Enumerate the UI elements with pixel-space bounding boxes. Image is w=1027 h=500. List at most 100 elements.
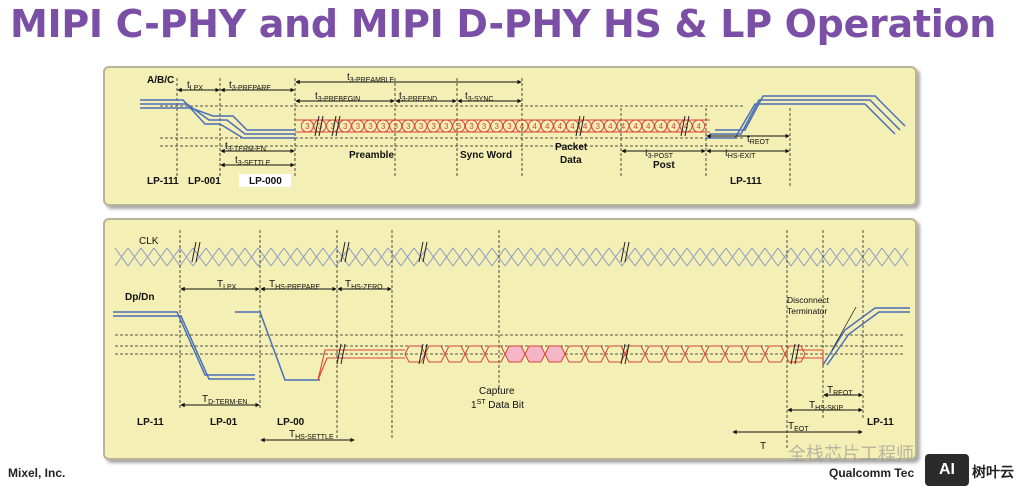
cphy-symbol-oval	[515, 119, 529, 133]
cphy-signal-label: A/B/C	[147, 75, 174, 86]
cphy-symbol-oval	[528, 119, 542, 133]
watermark-brand: 树叶云	[972, 464, 1014, 480]
dphy-state-lp00: LP-00	[277, 417, 305, 428]
dphy-t-hs-settle-label: THS-SETTLE	[289, 429, 334, 441]
cphy-symbol-value: 3	[419, 122, 424, 131]
clock-crossing-path	[114, 247, 909, 267]
cphy-hs-waveform	[295, 119, 710, 133]
cphy-symbol-oval	[603, 119, 617, 133]
cphy-symbol-oval	[389, 119, 403, 133]
watermark-ai-icon: AI	[925, 454, 969, 486]
cphy-symbol-value: 3	[330, 122, 335, 131]
dphy-timing-panel: CLK Dp/Dn TLPX THS-PREPARE THS-ZERO TD-T…	[103, 218, 917, 460]
dphy-terminator-label: Terminator	[787, 306, 827, 316]
cphy-t-preamble-label: t3-PREAMBLE	[347, 72, 394, 84]
dphy-hs-waveform	[317, 349, 824, 381]
dphy-capture-eye	[524, 345, 546, 363]
cphy-symbol-oval	[376, 119, 390, 133]
cphy-symbol-oval	[427, 119, 441, 133]
cphy-symbol-oval	[540, 119, 554, 133]
cphy-symbol-oval	[502, 119, 516, 133]
cphy-lp000-highlight	[239, 174, 291, 187]
cphy-symbol-value: 3	[318, 122, 323, 131]
cphy-symbol-value: 4	[659, 122, 664, 131]
dphy-clk-label: CLK	[139, 236, 159, 247]
cphy-symbol-value: 4	[570, 122, 575, 131]
cphy-state-lp111-start: LP-111	[147, 176, 179, 187]
cphy-preamble-label: Preamble	[349, 150, 394, 161]
cphy-break-markers	[314, 115, 690, 137]
cphy-symbol-oval	[464, 119, 478, 133]
cphy-symbol-oval	[692, 119, 706, 133]
cphy-symbol-value: 4	[608, 122, 613, 131]
dphy-state-lp01: LP-01	[210, 417, 238, 428]
cphy-symbol-oval	[629, 119, 643, 133]
cphy-symbol-oval	[477, 119, 491, 133]
dphy-first-data-bit-label: 1ST Data Bit	[471, 399, 524, 411]
cphy-t-hs-exit-label: tHS-EXIT	[725, 148, 756, 160]
cphy-symbol-oval	[452, 119, 466, 133]
cphy-symbol-value: 3	[507, 122, 512, 131]
cphy-symbol-oval	[338, 119, 352, 133]
dphy-t-eot-label: TEOT	[788, 421, 809, 433]
watermark-text: 全栈芯片工程师	[788, 444, 914, 465]
dphy-disconnect-label: Disconnect	[787, 295, 830, 305]
disconnect-pointer-line	[831, 306, 857, 351]
cphy-symbol-value: 4	[545, 122, 550, 131]
cphy-symbol-value: 4	[520, 122, 525, 131]
cphy-symbol-value: 4	[532, 122, 537, 131]
dphy-state-lp11-end: LP-11	[867, 417, 894, 428]
dphy-break-markers	[191, 241, 800, 365]
cphy-symbol-value: 3	[431, 122, 436, 131]
dphy-clock-waveform	[114, 247, 909, 267]
cphy-t-prepare-label: t3-PREPARE	[229, 80, 271, 92]
cphy-symbol-oval	[553, 119, 567, 133]
cphy-symbol-oval	[401, 119, 415, 133]
cphy-symbol-value: 4	[684, 122, 689, 131]
cphy-symbol-oval	[351, 119, 365, 133]
dphy-t-d-term-en-label: TD-TERM-EN	[202, 394, 247, 406]
cphy-t-term-en-label: t3-TERM-EN	[225, 141, 266, 153]
cphy-t-preend-label: t3-PREEND	[399, 91, 437, 103]
dphy-t-hs-prepare-label: THS-PREPARE	[269, 279, 320, 291]
cphy-packet-label: Packet	[555, 142, 588, 153]
cphy-reference-lines	[160, 78, 791, 188]
cphy-symbol-oval	[666, 119, 680, 133]
cphy-symbol-value: 4	[633, 122, 638, 131]
cphy-symbol-value: 3	[595, 122, 600, 131]
cphy-symbol-oval	[591, 119, 605, 133]
cphy-symbol-value: 3	[356, 122, 361, 131]
cphy-symbol-value: 4	[696, 122, 701, 131]
cphy-symbol-oval	[439, 119, 453, 133]
cphy-post-label: Post	[653, 160, 675, 171]
cphy-symbol-value: 3	[381, 122, 386, 131]
dphy-t-hs-skip-label: THS-SKIP	[809, 400, 843, 412]
cphy-symbol-value: 3	[305, 122, 310, 131]
dphy-t-lpx-label: TLPX	[217, 279, 237, 291]
cphy-symbol-oval	[641, 119, 655, 133]
cphy-symbol-value: 4	[671, 122, 676, 131]
cphy-t-post-label: t3-POST	[645, 148, 674, 160]
dphy-capture-eye	[504, 345, 526, 363]
cphy-t-reot-label: tREOT	[747, 134, 770, 146]
dphy-data-eye	[784, 345, 806, 363]
cphy-state-lp000: LP-000	[249, 176, 282, 187]
dphy-signal-label: Dp/Dn	[125, 292, 154, 303]
cphy-t-prebegin-label: t3-PREBEGIN	[315, 91, 360, 103]
cphy-symbol-oval	[654, 119, 668, 133]
page-title: MIPI C-PHY and MIPI D-PHY HS & LP Operat…	[10, 2, 996, 46]
cphy-symbol-value: 3	[444, 122, 449, 131]
footer-company-left: Mixel, Inc.	[8, 466, 66, 480]
dphy-state-lp11-start: LP-11	[137, 417, 164, 428]
cphy-symbol-oval	[578, 119, 592, 133]
dphy-capture-eye	[544, 345, 566, 363]
dphy-lp-waveform	[113, 307, 910, 381]
cphy-symbol-value: 4	[646, 122, 651, 131]
cphy-symbol-value: 3	[393, 122, 398, 131]
cphy-symbol-value: 3	[494, 122, 499, 131]
footer-company-right: Qualcomm Tec	[829, 466, 915, 480]
cphy-state-lp001: LP-001	[188, 176, 221, 187]
cphy-symbol-oval	[363, 119, 377, 133]
